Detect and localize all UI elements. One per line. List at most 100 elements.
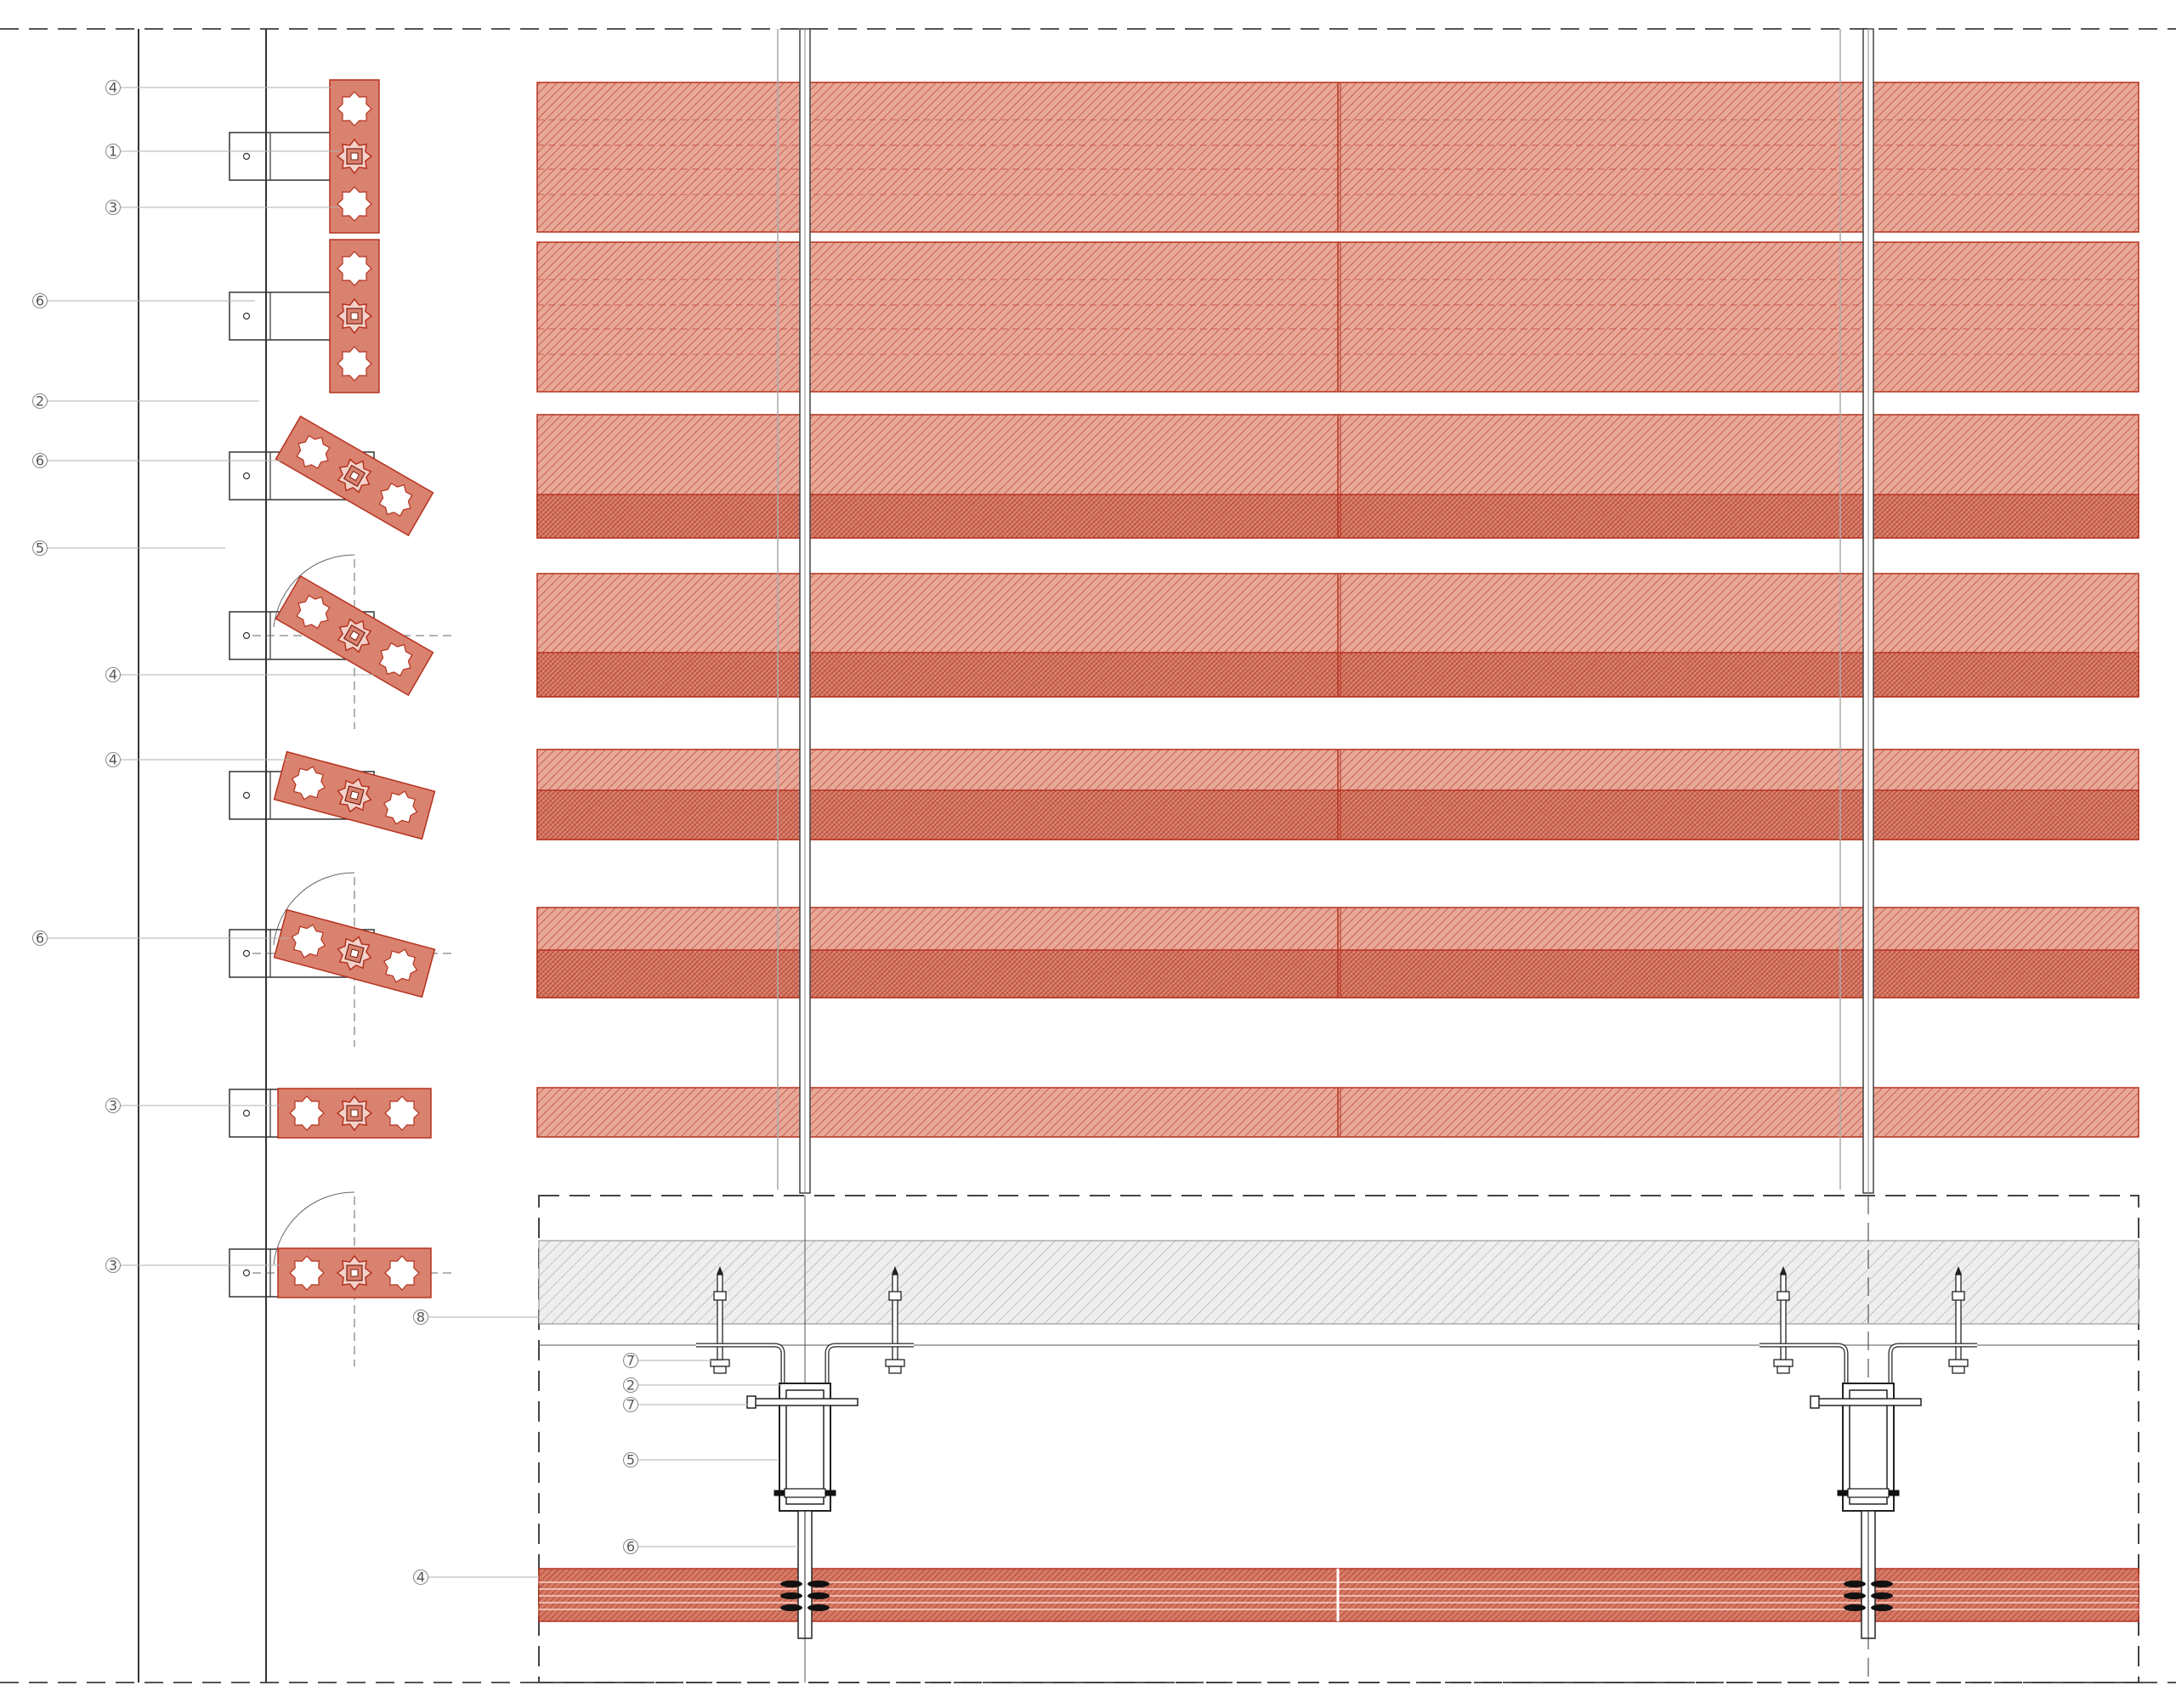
bolt-hole-icon	[242, 631, 251, 640]
detail-tag-7: 4	[413, 1569, 539, 1586]
detail-boundary	[538, 1195, 2139, 1683]
tag-circle	[623, 1353, 638, 1368]
tag-label: 6	[36, 930, 44, 947]
tag-circle	[623, 1539, 638, 1554]
star-cutout-icon	[291, 766, 326, 800]
detail-tag-2: 7	[623, 1353, 722, 1369]
through-bolt	[753, 1398, 858, 1406]
tag-circle	[105, 667, 121, 682]
star-cutout-icon	[291, 924, 326, 959]
section-tag-12: 3	[105, 1258, 280, 1274]
star-cutout-icon	[378, 482, 413, 517]
slat-section	[273, 750, 436, 840]
tag-label: 4	[109, 80, 117, 96]
tag-label: 2	[36, 393, 44, 410]
bolt-hole-icon	[242, 1269, 251, 1277]
louver-profile-3	[229, 415, 434, 537]
tag-circle	[105, 200, 121, 215]
tag-label: 5	[36, 540, 44, 557]
louver-profile-5	[229, 750, 436, 840]
bolt-hole-icon	[242, 312, 251, 320]
detail-tag-1: 8	[413, 1309, 539, 1326]
fixing-assembly	[696, 1266, 914, 1639]
section-tags: 4 1 3 6 2 6 5 4 4 6 3 3	[32, 80, 374, 1274]
bolt-hole-icon	[242, 472, 251, 480]
fixing-detail	[538, 1195, 2139, 1683]
louver-profile-7	[229, 1088, 432, 1139]
detail-tag-4: 7	[623, 1397, 748, 1413]
tag-label: 7	[626, 1397, 635, 1413]
tag-circle	[413, 1569, 428, 1585]
star-cutout-icon	[289, 1255, 325, 1291]
tag-label: 2	[626, 1377, 635, 1394]
angle-bracket-left	[1760, 1343, 1849, 1394]
section-tag-2: 1	[105, 144, 340, 160]
tag-circle	[32, 453, 48, 468]
tag-label: 4	[416, 1569, 425, 1586]
tag-label: 4	[109, 752, 117, 768]
slat-section	[273, 908, 436, 998]
anchor-bolt-icon	[885, 1266, 905, 1374]
tag-circle	[32, 540, 48, 556]
anchor-bolt-icon	[1948, 1266, 1969, 1374]
tag-label: 3	[109, 1098, 117, 1114]
star-cutout-icon	[378, 642, 413, 677]
section-tag-1: 4	[105, 80, 332, 96]
slat-section	[277, 1088, 432, 1139]
anchor-bolt-icon	[710, 1266, 730, 1374]
section-tag-10: 6	[32, 930, 289, 947]
section-tag-4: 6	[32, 293, 255, 309]
rotation-arc-icon	[273, 872, 355, 946]
fixing-assembly	[1760, 1266, 1977, 1639]
section-tag-5: 2	[32, 393, 259, 410]
tag-circle	[105, 80, 121, 95]
tag-label: 6	[36, 293, 44, 309]
star-cutout-icon	[337, 251, 372, 286]
section-tag-3: 3	[105, 200, 340, 216]
star-cutout-icon	[382, 948, 418, 983]
tag-label: 8	[416, 1309, 425, 1326]
anchor-bolt-icon	[1773, 1266, 1794, 1374]
tag-label: 6	[626, 1539, 635, 1555]
louver-profile-6	[229, 872, 452, 1047]
louver-slat-plan	[538, 1568, 2139, 1622]
star-cutout-icon	[337, 346, 372, 382]
tag-label: 7	[626, 1353, 635, 1369]
louver-profile-2	[229, 239, 380, 393]
star-cutout-icon	[296, 434, 331, 470]
detail-tag-3: 2	[623, 1377, 782, 1394]
tag-circle	[105, 752, 121, 767]
slat-section	[277, 1247, 432, 1298]
louver-section-profiles	[229, 79, 452, 1366]
slat-section	[275, 415, 434, 537]
slat-section	[275, 574, 434, 697]
section-tag-7: 5	[32, 540, 225, 557]
tag-circle	[105, 1098, 121, 1113]
star-cutout-icon	[296, 594, 331, 630]
tag-circle	[32, 930, 48, 946]
tag-label: 4	[109, 667, 117, 683]
tag-circle	[623, 1452, 638, 1468]
section-tag-8: 4	[105, 667, 374, 683]
tag-circle	[32, 293, 48, 308]
concrete-slab	[538, 1240, 2139, 1325]
tag-circle	[623, 1397, 638, 1412]
louver-profile-4	[229, 554, 452, 729]
through-bolt	[1816, 1398, 1922, 1406]
vertical-support-rods	[777, 28, 1874, 1194]
star-cutout-icon	[384, 1255, 420, 1291]
slat-section	[329, 239, 380, 393]
slat-section	[329, 79, 380, 234]
angle-bracket-left	[696, 1343, 785, 1394]
bolt-hole-icon	[242, 949, 251, 958]
louver-profile-8	[229, 1191, 452, 1366]
star-cutout-icon	[337, 91, 372, 127]
section-tag-11: 3	[105, 1098, 280, 1114]
section-tag-6: 6	[32, 453, 280, 469]
tag-circle	[413, 1309, 428, 1325]
star-cutout-icon	[337, 186, 372, 222]
tag-circle	[32, 393, 48, 409]
bolt-hole-icon	[242, 152, 251, 161]
